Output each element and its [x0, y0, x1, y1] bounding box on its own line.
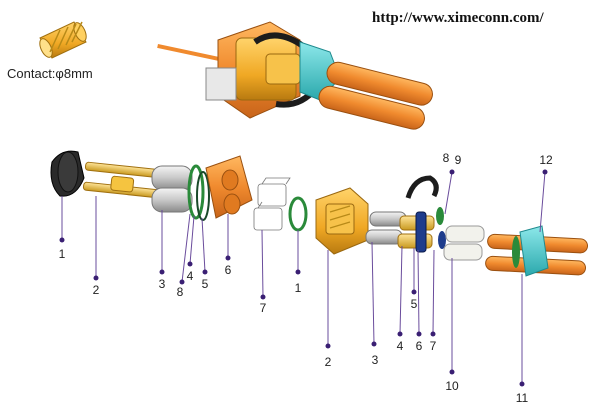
contact-size-label: Contact:φ8mm — [7, 66, 93, 81]
callout-8-left: 8 — [176, 285, 184, 299]
part-9-seal — [438, 231, 446, 249]
callout-7-left: 7 — [259, 301, 267, 315]
part-10-bushings — [443, 225, 485, 261]
callout-3-left: 3 — [158, 277, 166, 291]
part-8-seal — [436, 207, 444, 225]
callout-8-right: 8 — [442, 151, 450, 165]
part-1-back-nut — [50, 150, 85, 197]
part-7-frame — [253, 177, 291, 231]
part-5-seal — [196, 171, 210, 221]
callout-4-left: 4 — [186, 269, 194, 283]
callout-6-left: 6 — [224, 263, 232, 277]
callout-6-right: 6 — [415, 339, 423, 353]
callout-9-right: 9 — [454, 153, 462, 167]
callout-2-left: 2 — [92, 283, 100, 297]
callout-1-left: 1 — [58, 247, 66, 261]
part-2-housing — [315, 187, 369, 255]
callout-3-right: 3 — [371, 353, 379, 367]
leader-lines — [61, 171, 546, 384]
part-3-sleeves — [151, 165, 193, 213]
callout-11-right: 11 — [515, 391, 529, 405]
callout-2-right: 2 — [324, 355, 332, 369]
callout-7-right: 7 — [429, 339, 437, 353]
part-11-12-cable-assembly — [485, 225, 589, 277]
part-6-flange — [205, 155, 253, 219]
callout-5-right: 5 — [410, 297, 418, 311]
website-url[interactable]: http://www.ximeconn.com/ — [372, 10, 544, 26]
callout-5-left: 5 — [201, 277, 209, 291]
assembled-connector-icon — [157, 21, 433, 130]
contact-spring-icon — [39, 21, 87, 59]
leader-dots — [59, 169, 548, 387]
callout-10-right: 10 — [445, 379, 459, 393]
callout-12-right: 12 — [539, 153, 553, 167]
callout-4-right: 4 — [396, 339, 404, 353]
part-1-oring — [288, 196, 308, 232]
callout-1-right: 1 — [294, 281, 302, 295]
part-4-seal — [187, 164, 205, 220]
part-4-7-inner — [397, 175, 439, 253]
